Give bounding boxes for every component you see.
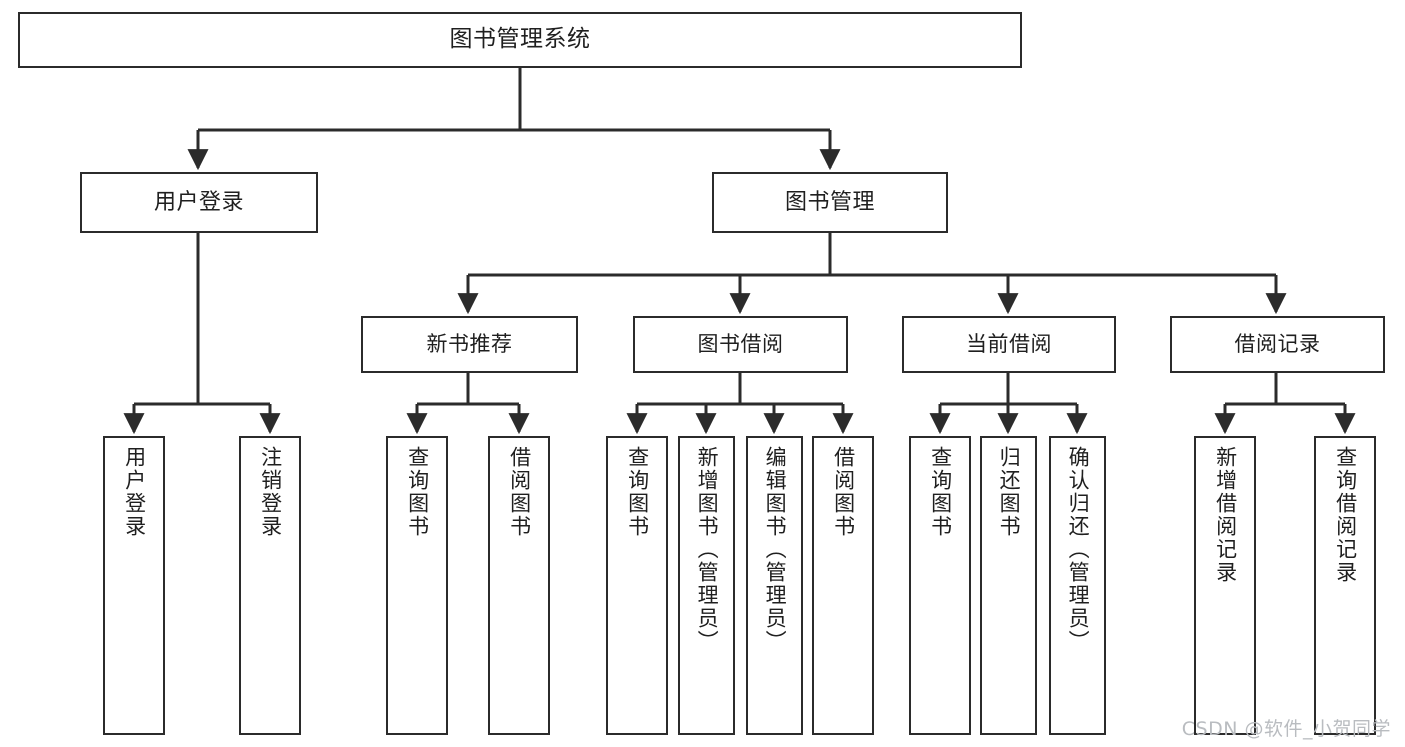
node-label: 查询图书	[625, 446, 650, 538]
node-leaf-edit-book-admin[interactable]: 编辑图书（管理员）	[746, 436, 803, 735]
node-borrow-record[interactable]: 借阅记录	[1170, 316, 1385, 373]
node-label: 新增借阅记录	[1213, 446, 1238, 584]
node-leaf-query-borrow-record[interactable]: 查询借阅记录	[1314, 436, 1376, 735]
node-book-management[interactable]: 图书管理	[712, 172, 948, 233]
node-label: 归还图书	[997, 446, 1022, 538]
node-label: 用户登录	[153, 189, 244, 215]
node-leaf-confirm-return-admin[interactable]: 确认归还（管理员）	[1049, 436, 1106, 735]
node-user-login[interactable]: 用户登录	[80, 172, 318, 233]
node-label: 借阅记录	[1234, 332, 1321, 357]
node-leaf-user-login[interactable]: 用户登录	[103, 436, 165, 735]
node-label: 确认归还（管理员）	[1066, 446, 1091, 653]
node-current-borrow[interactable]: 当前借阅	[902, 316, 1116, 373]
node-label: 图书管理系统	[449, 26, 591, 53]
node-label: 图书借阅	[697, 332, 784, 357]
node-label: 借阅图书	[507, 446, 532, 538]
node-label: 借阅图书	[831, 446, 856, 538]
node-label: 用户登录	[122, 446, 147, 538]
node-label: 查询借阅记录	[1333, 446, 1358, 584]
node-book-borrow[interactable]: 图书借阅	[633, 316, 848, 373]
node-label: 当前借阅	[966, 332, 1052, 357]
node-leaf-logout[interactable]: 注销登录	[239, 436, 301, 735]
node-root-book-management-system[interactable]: 图书管理系统	[18, 12, 1022, 68]
node-label: 注销登录	[258, 446, 283, 538]
csdn-watermark: CSDN @软件_小贺同学	[1181, 718, 1391, 740]
node-label: 查询图书	[405, 446, 430, 538]
node-leaf-query-book-current[interactable]: 查询图书	[909, 436, 971, 735]
node-label: 新书推荐	[426, 332, 513, 357]
node-leaf-borrow-book-recommend[interactable]: 借阅图书	[488, 436, 550, 735]
node-new-book-recommend[interactable]: 新书推荐	[361, 316, 578, 373]
node-leaf-query-book-recommend[interactable]: 查询图书	[386, 436, 448, 735]
node-label: 新增图书（管理员）	[695, 446, 720, 653]
node-leaf-return-book[interactable]: 归还图书	[980, 436, 1037, 735]
node-leaf-query-book-borrow[interactable]: 查询图书	[606, 436, 668, 735]
node-leaf-add-borrow-record[interactable]: 新增借阅记录	[1194, 436, 1256, 735]
node-leaf-add-book-admin[interactable]: 新增图书（管理员）	[678, 436, 735, 735]
node-label: 图书管理	[784, 189, 875, 215]
node-label: 编辑图书（管理员）	[763, 446, 788, 653]
node-label: 查询图书	[928, 446, 953, 538]
node-leaf-borrow-book[interactable]: 借阅图书	[812, 436, 874, 735]
